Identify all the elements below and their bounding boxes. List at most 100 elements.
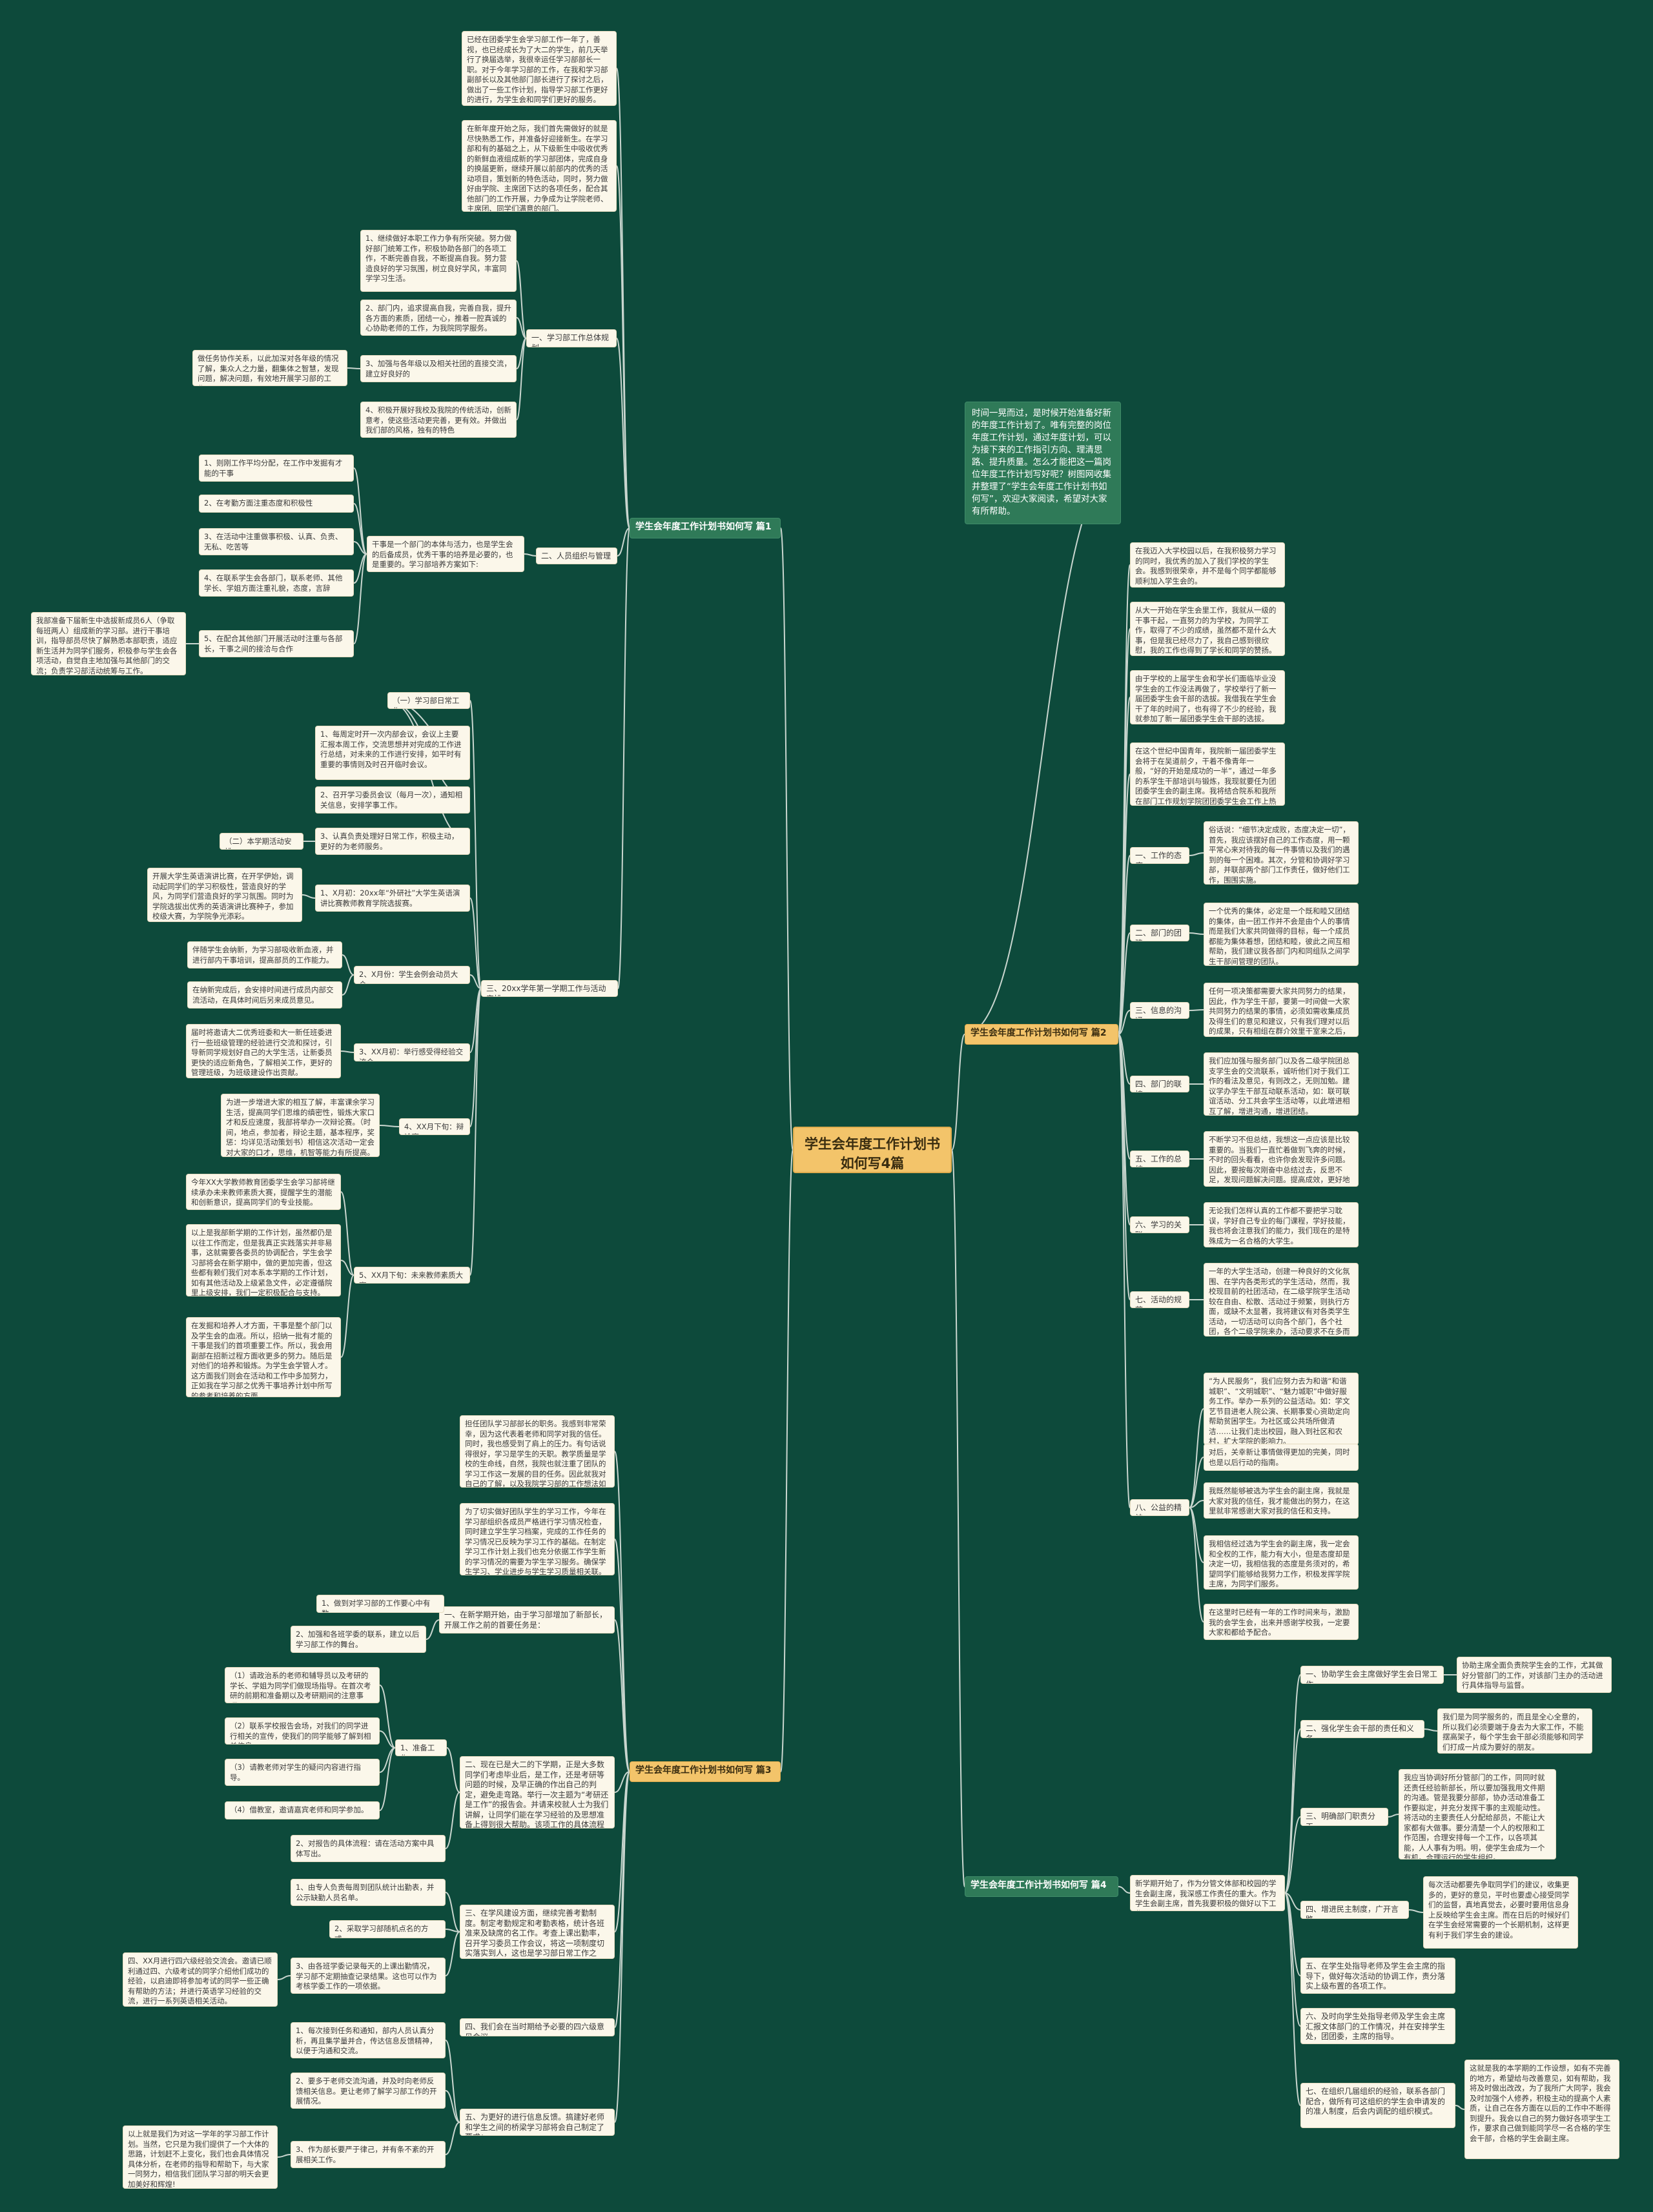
article-2-topic-note: 一年的大学生活动，创建一种良好的文化氛围、在学内各类形式的学生活动，然而，我校现…	[1204, 1263, 1359, 1336]
article-1-daily-item: 2、召开学习委员会议（每月一次），通知相关信息，安排学事工作。	[315, 786, 470, 814]
article-2-topic-note: 在这里时已经有一年的工作时间来与，激励我的会学生会，出来并感谢学校我，一定要大家…	[1204, 1604, 1359, 1640]
article-3-section-2[interactable]: 二、现在已是大二的下学期，正是大多数同学们考虑毕业后，是工作，还是考研等问题的时…	[460, 1756, 615, 1828]
article-3-section-3[interactable]: 三、在学风建设方面，继续完善考勤制度。制定考勤规定和考勤表格，统计各班准来及缺席…	[460, 1905, 615, 1959]
article-3-section-3-item: 2、采取学习部随机点名的方式。	[329, 1920, 446, 1938]
article-1-event-note: 开展大学生英语演讲比赛，在开学伊始，调动起同学们的学习积极性，营造良好的学风，为…	[147, 868, 302, 922]
article-2-topic-note: 一个优秀的集体，必定是一个既和睦又团结的集体，由一团工作并不会是由个人的事情而是…	[1204, 903, 1359, 966]
article-1-event: 4、XX月下旬：辩论赛	[399, 1118, 470, 1135]
article-3-section-5-item: 1、每次接到任务和通知，部内人员认真分析，再且集学量并合，传达信息反馈精神，以便…	[291, 2022, 446, 2058]
connector-line	[347, 367, 361, 369]
connector-line	[340, 1260, 354, 1276]
connector-line	[1189, 1457, 1204, 1508]
connector-line	[951, 1149, 965, 1887]
article-1-section-2[interactable]: 二、人员组织与管理	[536, 548, 617, 564]
article-1-event-note: 以上是我部新学期的工作计划，虽然都仍是以往工作而定，但是我真正实践落实并非易事，…	[186, 1224, 341, 1296]
article-2-topic[interactable]: 五、工作的总结	[1130, 1151, 1189, 1167]
article-1-section-1-item: 2、部门内，追求提高自我，完善自我，提升各方面的素质，团结一心，推着一腔真诚的心…	[360, 300, 517, 336]
connector-line	[964, 462, 1122, 1035]
connector-line	[516, 338, 527, 420]
article-2-topic[interactable]: 六、学习的关联	[1130, 1216, 1189, 1233]
article-1-daily-item: 3、认真负责处理好日常工作，积极主动，更好的为老师服务。	[315, 828, 470, 855]
article-4-item[interactable]: 七、在组织几届组织的经验，联系各部门配合，做所有可这组织的学生会申请发的的准人制…	[1300, 2083, 1455, 2128]
connector-line	[302, 894, 316, 899]
connector-line	[445, 1931, 460, 1976]
branch-article-2[interactable]: 学生会年度工作计划书如何写 篇2	[965, 1024, 1118, 1045]
branch-article-3[interactable]: 学生会年度工作计划书如何写 篇3	[630, 1761, 781, 1782]
connector-line	[1189, 1507, 1204, 1623]
connector-line	[353, 553, 367, 644]
article-2-topic[interactable]: 三、信息的沟通	[1130, 1002, 1189, 1019]
article-1-section-1[interactable]: 一、学习部工作总体规划	[526, 329, 617, 347]
central-topic[interactable]: 学生会年度工作计划书如何写4篇	[793, 1127, 952, 1173]
article-3-section-3-item: 3、由各班学委记录每天的上课出勤情况，学习部不定期抽查记录结果。这也可以作为考核…	[291, 1958, 446, 1994]
article-3-section-3-note: 四、XX月进行四六级经验交流会。邀请已顺利通过四、六级考试的同学介绍他们成功的经…	[123, 1952, 278, 2007]
connector-line	[340, 1191, 354, 1276]
article-1-intro-paragraph: 在新年度开始之际，我们首先需做好的就是尽快熟悉工作，并准备好迎接新生。在学习部和…	[462, 120, 617, 212]
connector-line	[780, 1149, 794, 1772]
connector-line	[353, 541, 367, 555]
article-3-section-4[interactable]: 四、我们会在当时期给予必要的四六级意见会议。	[460, 2018, 615, 2036]
article-3-section-5[interactable]: 五、为更好的进行信息反馈。搞建好老师和学生之间的桥梁学习部将会自己制定了要求：	[460, 2109, 615, 2136]
connector-line	[614, 1539, 630, 1772]
article-2-topic-note: 俗话说：“细节决定成败，态度决定一切”，首先，我应该摆好自己的工作态度，用一颗平…	[1204, 821, 1359, 885]
article-2-topic[interactable]: 七、活动的规范	[1130, 1291, 1189, 1308]
connector-line	[445, 1892, 460, 1932]
article-3-prep-item: （2）联系学校报告会场，对我们的同学进行相关的宣传，使我们的同学能够了解到相关信…	[225, 1717, 380, 1745]
article-2-topic-note: “为人民服务”，我们应努力去为和谐“和谐城职”、“文明城职”、“魅力城职”中做好…	[1204, 1373, 1359, 1445]
intro-summary[interactable]: 时间一晃而过，是时候开始准备好新的年度工作计划了。唯有完整的岗位年度工作计划，通…	[965, 402, 1121, 524]
article-2-topic[interactable]: 八、公益的精神	[1130, 1499, 1189, 1516]
article-2-topic[interactable]: 四、部门的联接	[1130, 1076, 1189, 1092]
connector-line	[353, 503, 367, 555]
connector-line	[1118, 1034, 1131, 1085]
article-1-event-note: 伴随学生会纳新，为学习部吸收新血液，并进行部内干事培训，提高部员的工作能力。	[187, 941, 342, 968]
connector-line	[340, 1050, 354, 1053]
connector-line	[1455, 2105, 1465, 2110]
article-1-section-3[interactable]: 三、20xx学年第一学期工作与活动安排	[481, 980, 618, 997]
article-1-event: 2、X月份：学生会例会动员大会	[354, 966, 470, 984]
connector-line	[445, 2122, 460, 2155]
connector-line	[1284, 1816, 1301, 1894]
article-4-item-note: 每次活动都要先争取同学们的建议，收集更多的，更好的意见，平时也要虚心接受同学们的…	[1423, 1876, 1578, 1949]
article-4-item-note: 协助主席全面负责院学生会的工作，尤其做好分管部门的工作，对该部门主办的活动进行具…	[1457, 1657, 1612, 1693]
article-1-section-1-item: 1、继续做好本职工作力争有所突破。努力做好部门统筹工作，积极协助各部门的各项工作…	[360, 230, 517, 292]
connector-line	[379, 1125, 400, 1127]
article-1-section-2-note: 我部准备下届新生中选拔新成员6人（争取每班两人）组成新的学习部。进行干事培训，指…	[31, 612, 186, 675]
connector-line	[1388, 1814, 1399, 1818]
article-3-prep-item: （3）请教老师对学生的疑问内容进行指导。	[225, 1759, 380, 1786]
connector-line	[469, 897, 482, 989]
article-3-section-5-note: 以上就是我们为对这一学年的学习部工作计划。当然，它只是为我们提供了一个大体的思路…	[123, 2125, 278, 2189]
article-2-topic-note: 我相信经过选为学生会的副主席，我一定会和全权的工作，能力有大小，但是态度却是决定…	[1204, 1535, 1359, 1590]
article-1-event-note: 今年XX大学教师教育团委学生会学习部将继续承办未来教师素质大赛，提醒学生的潜能和…	[186, 1174, 341, 1210]
article-3-section-5-item: 2、要多于老师交流沟通，并及时向老师反馈相关信息。更让老师了解学习部工作的开展情…	[291, 2073, 446, 2109]
connector-line	[353, 467, 367, 555]
connector-line	[1284, 1892, 1301, 2027]
article-1-event-note: 在纳新完成后，会安排时间进行成员内部交流活动，在具体时间后另来成员意见。	[187, 981, 342, 1009]
article-4-item[interactable]: 一、协助学生会主席做好学生会日常工作。	[1300, 1666, 1444, 1684]
article-4-item[interactable]: 三、明确部门职责分工。	[1300, 1808, 1388, 1826]
article-2-topic[interactable]: 二、部门的团建	[1130, 925, 1189, 941]
connector-line	[445, 1929, 460, 1932]
branch-article-4[interactable]: 学生会年度工作计划书如何写 篇4	[965, 1876, 1118, 1897]
article-4-item[interactable]: 二、强化学生会干部的责任和义务。	[1300, 1720, 1424, 1738]
connector-line	[1189, 932, 1204, 935]
article-2-topic-note: 我们应加强与服务部门以及各二级学院团总支学生会的交流联系，诚听他们对于我们工作的…	[1204, 1052, 1359, 1116]
article-3-section-5-item: 3、作为部长要严于律己，并有条不紊的开展相关工作。	[291, 2141, 446, 2168]
article-1-event: 1、X月初：20xx年“外研社”大学生英语演讲比赛教师教育学院选拔赛。	[315, 885, 470, 912]
article-1-section-2-item: 2、在考勤方面注重态度和积极性	[199, 495, 354, 513]
connector-line	[469, 974, 482, 989]
article-4-item[interactable]: 六、及时向学生处指导老师及学生会主席汇报文体部门的工作情况，并在安排学生处，团团…	[1300, 2008, 1455, 2044]
article-3-prep-item: （4）借教室，邀请嘉宾老师和同学参加。	[225, 1801, 380, 1819]
article-3-section-1-item: 1、做到对学习部的工作要心中有数。	[316, 1595, 444, 1613]
article-3-prep-heading: 1、准备工作:	[395, 1739, 447, 1756]
article-4-item[interactable]: 五、在学生处指导老师及学生会主席的指导下，做好每次活动的协调工作，责分落实上级布…	[1300, 1958, 1455, 1994]
article-3-section-1[interactable]: 一、在新学期开始，由于学习部增加了新部长，开展工作之前的首要任务是：	[439, 1606, 615, 1633]
article-1-event-note: 为进一步增进大家的相互了解，丰富课余学习生活，提高同学们思维的缜密性，锻炼大家口…	[221, 1094, 380, 1157]
connector-line	[614, 1771, 630, 2123]
connector-line	[1189, 852, 1204, 856]
article-2-topic[interactable]: 一、工作的态度	[1130, 847, 1189, 864]
connector-line	[1189, 1507, 1204, 1563]
branch-article-1[interactable]: 学生会年度工作计划书如何写 篇1	[630, 518, 781, 538]
article-3-prep-item: （1）请政治系的老师和辅导员以及考研的学长、学姐为同学们做现场指导。在首次考研的…	[225, 1667, 380, 1703]
article-4-item[interactable]: 四、增进民主制度，广开言路。	[1300, 1901, 1409, 1919]
article-3-paragraph: 为了切实做好团队学生的学习工作，今年在学习部组织各成员严格进行学习情况检查，同时…	[460, 1503, 615, 1575]
